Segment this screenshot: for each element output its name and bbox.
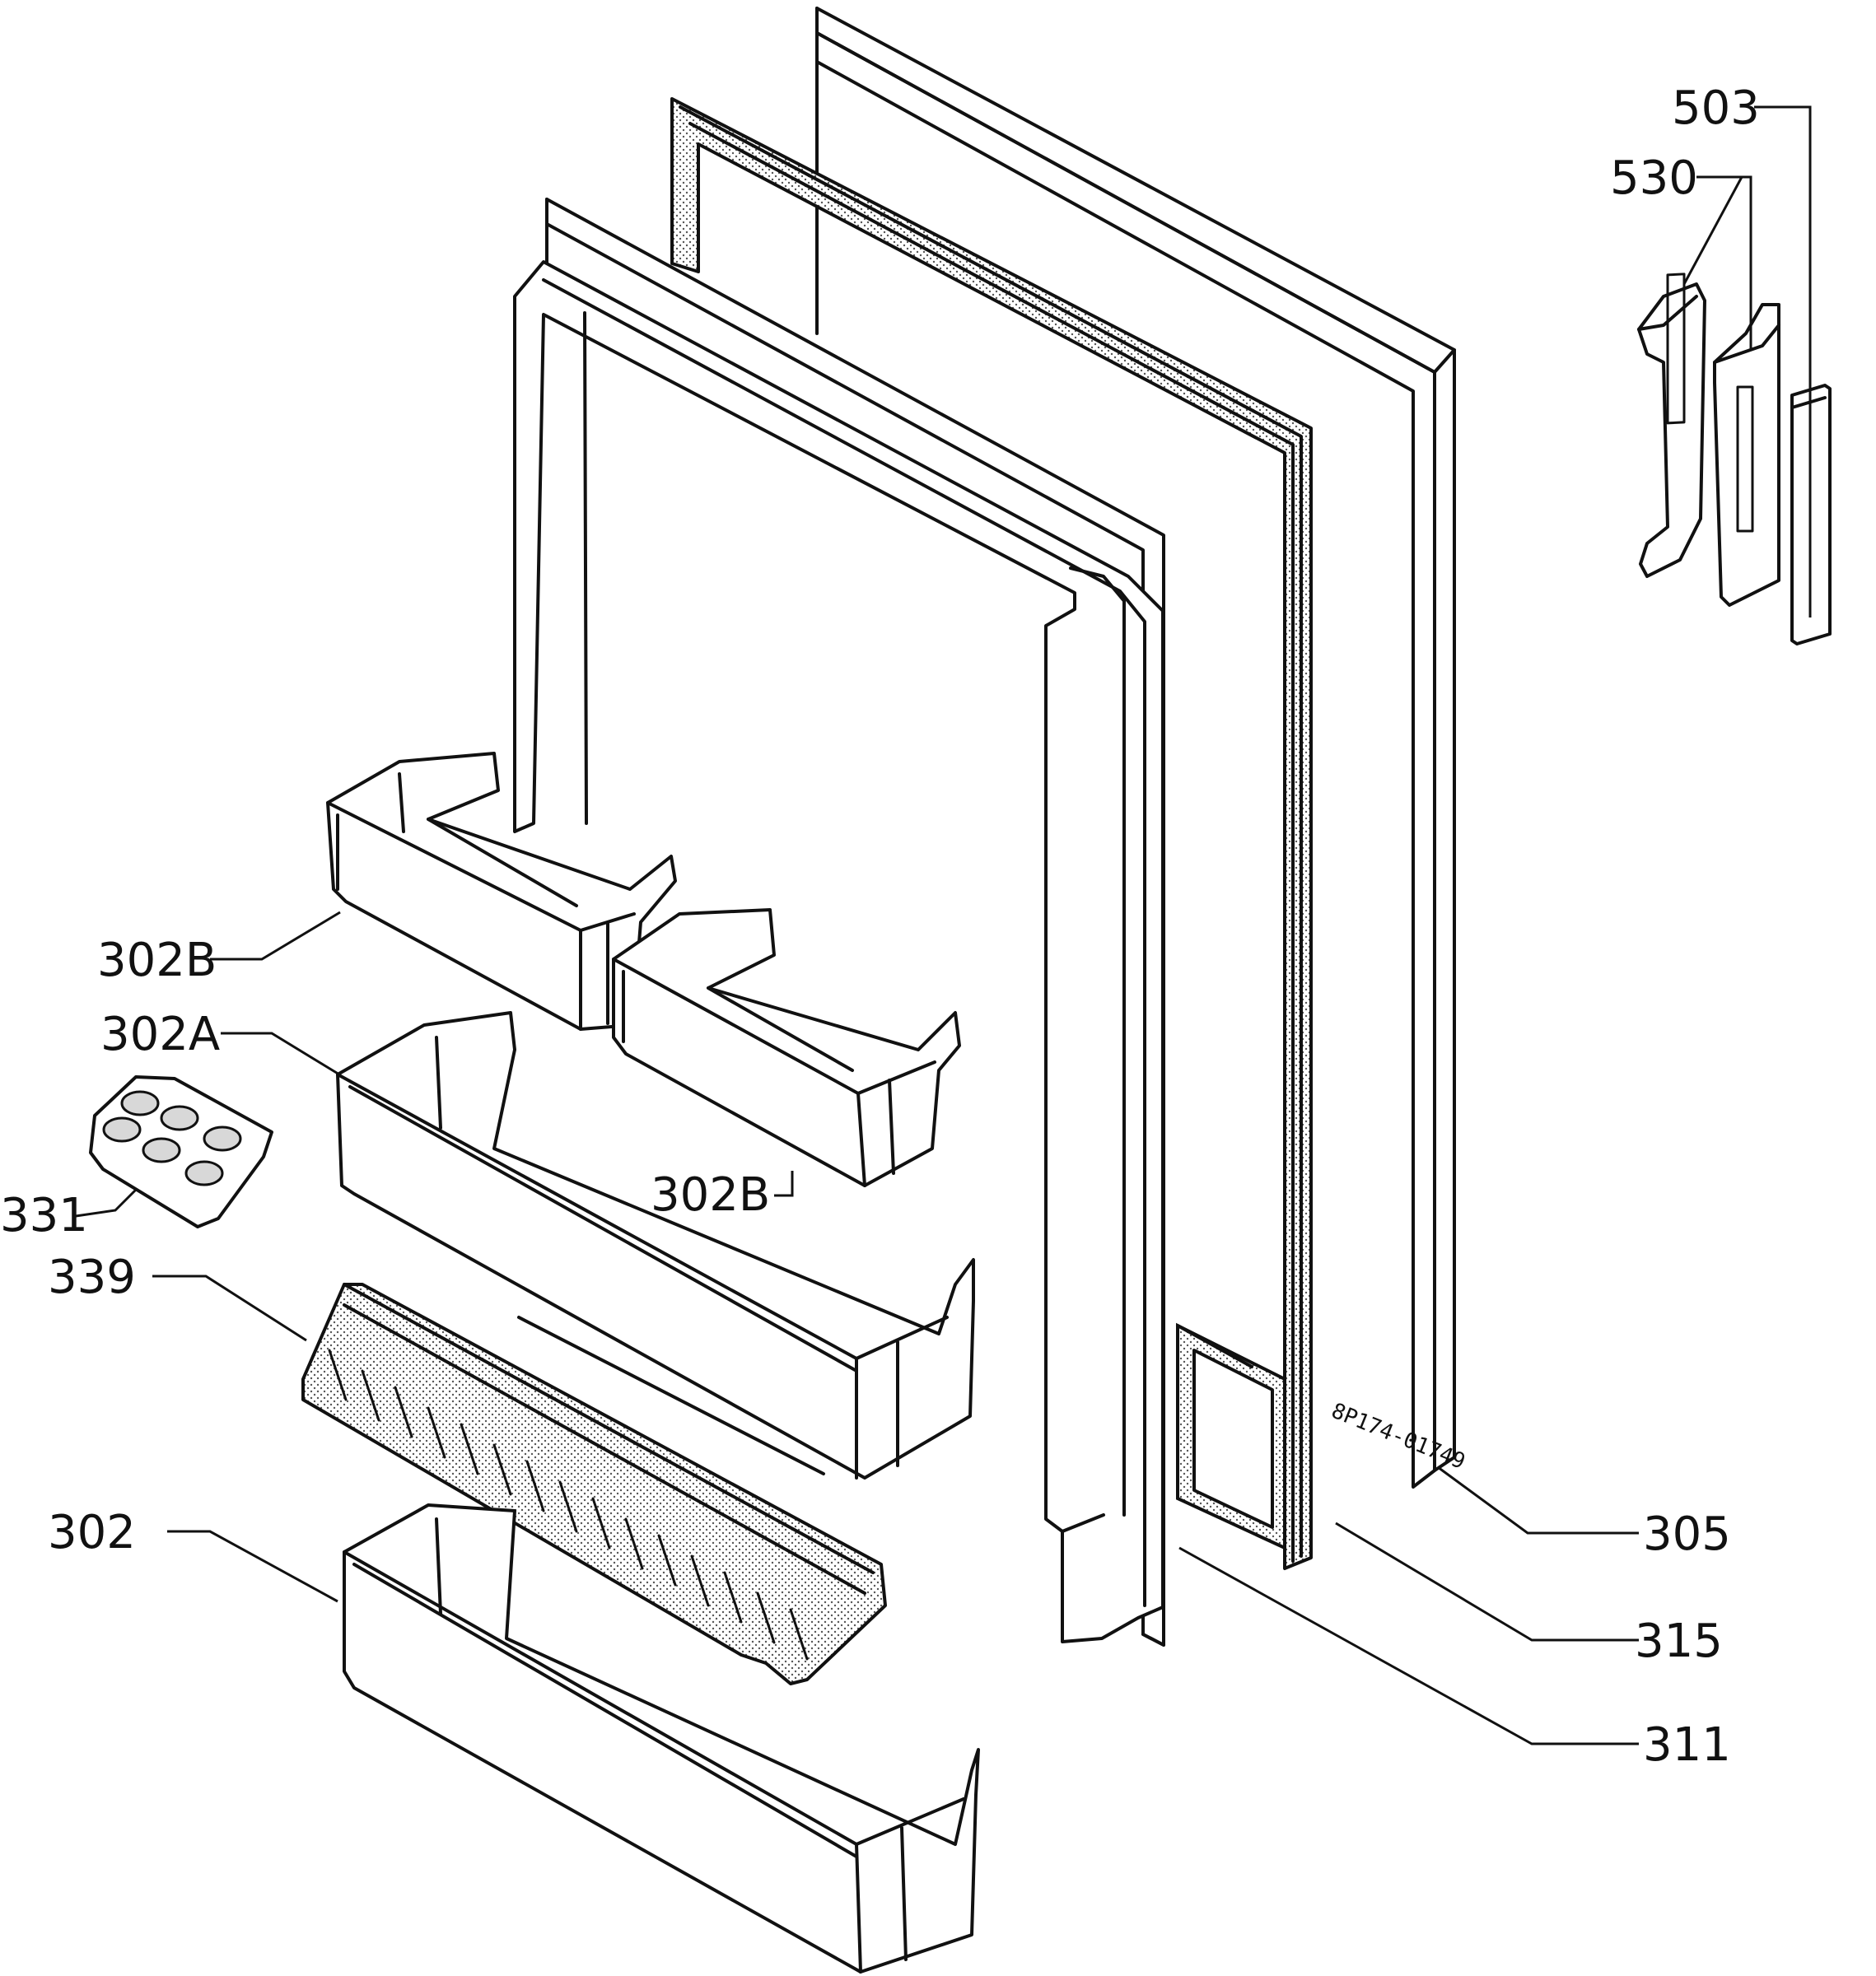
door-inner-liner [513, 260, 1164, 1643]
callout-302b-top: 302B [97, 934, 217, 987]
inner-door-sheet [545, 198, 1165, 1647]
callout-530: 530 [1610, 151, 1698, 205]
callout-503: 503 [1672, 82, 1760, 135]
bottle-retainer-comb [301, 1283, 887, 1685]
egg-tray [89, 1075, 273, 1228]
callout-339: 339 [48, 1251, 136, 1304]
comb-teeth [328, 1349, 809, 1661]
egg-cups [102, 1090, 242, 1186]
callout-331: 331 [0, 1189, 88, 1242]
callout-302a: 302A [100, 1008, 220, 1061]
door-bin-302b-left [326, 752, 677, 1031]
callout-311: 311 [1643, 1718, 1731, 1772]
door-bin-302b-right [612, 908, 961, 1187]
hinge-plate [1713, 303, 1780, 607]
callout-302: 302 [48, 1506, 136, 1559]
callout-302b-right: 302B [651, 1168, 770, 1222]
outer-door-panel [815, 7, 1456, 1489]
hinge-bracket [1637, 273, 1706, 578]
door-gasket [670, 97, 1313, 1570]
door-bin-302 [343, 1503, 980, 1974]
callout-305: 305 [1643, 1508, 1731, 1561]
door-bin-302a [336, 1011, 975, 1480]
callout-labels: 503 530 302B 302A 302B 331 339 302 305 3… [0, 82, 1760, 1772]
callout-315: 315 [1635, 1615, 1723, 1668]
leader-lines [75, 105, 1812, 1745]
